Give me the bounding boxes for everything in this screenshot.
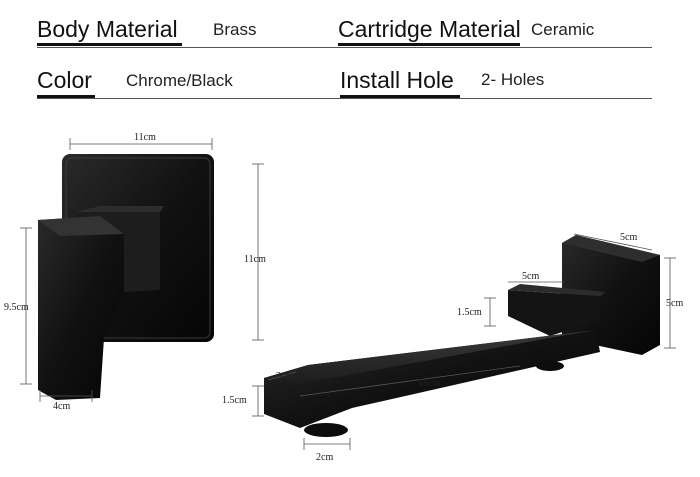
cartridge-material-value: Ceramic [531,20,595,39]
cartridge-material-underline [338,43,520,46]
spec-row-1: Body Material Brass Cartridge Material C… [0,0,700,50]
body-material-value: Brass [213,20,257,39]
spout-assembly [264,235,660,437]
mounting-block [562,235,660,355]
spec-divider-1 [37,47,652,48]
spout-length-label: 18cm [418,378,440,389]
arm-height-label: 1.5cm [457,307,482,318]
valve-height-label: 9.5cm [4,302,29,313]
arm-base-ring [536,361,564,371]
mixer-valve [38,154,214,400]
spec-row-2: Color Chrome/Black Install Hole 2- Holes [0,50,700,100]
spout-width-label: 3cm [276,371,293,382]
install-hole-label: Install Hole [340,67,454,93]
color-value: Chrome/Black [126,71,233,90]
color-underline [37,95,95,98]
lever-handle [38,216,124,400]
body-material-underline [37,43,182,46]
body-material-label: Body Material [37,16,178,42]
arm-width-label: 5cm [522,271,539,282]
block-height-label: 5cm [666,298,683,309]
cartridge-material-label: Cartridge Material [338,16,521,42]
spout-outlet [304,423,348,437]
install-hole-value: 2- Holes [481,70,545,89]
spout-arm [264,330,600,428]
dimension-lines [20,138,676,450]
color-label: Color [37,67,92,93]
spout-height-label: 1.5cm [222,395,247,406]
plate-width-label: 11cm [134,132,156,143]
outlet-diameter-label: 2cm [316,452,333,463]
connecting-arm [508,290,600,336]
install-hole-underline [340,95,460,98]
handle-depth-label: 4cm [53,401,70,412]
spec-divider-2 [37,98,652,99]
plate-height-label: 11cm [244,254,266,265]
block-width-label: 5cm [620,232,637,243]
